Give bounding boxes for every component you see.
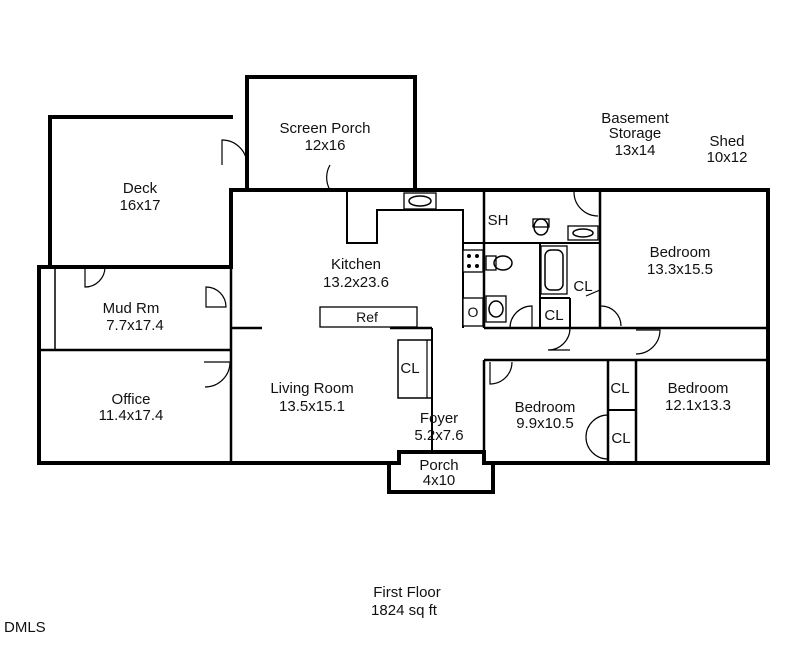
shower-label: SH [488, 212, 509, 229]
foyer-closet-label: CL [400, 360, 419, 377]
living-room-name: Living Room [270, 380, 353, 397]
basement-line2: Storage [609, 125, 662, 142]
bedroom-se-dims: 12.1x13.3 [665, 397, 731, 414]
office-name: Office [112, 391, 151, 408]
foyer-dims: 5.2x7.6 [414, 427, 463, 444]
vanity-icon [567, 225, 599, 241]
deck-dims: 16x17 [120, 197, 161, 214]
porch-dims: 4x10 [423, 472, 456, 489]
fixtures [403, 192, 599, 327]
kitchen-dims: 13.2x23.6 [323, 274, 389, 291]
foyer-name: Foyer [420, 410, 458, 427]
basement-line1: Basement [601, 110, 669, 127]
bedroom-closet-label-1: CL [610, 380, 629, 397]
deck-name: Deck [123, 180, 158, 197]
bedroom-closet-label-2: CL [611, 430, 630, 447]
doors [84, 139, 661, 460]
shed-dims: 10x12 [707, 149, 748, 166]
screen-porch-name: Screen Porch [280, 120, 371, 137]
oven-icon [462, 297, 484, 327]
living-room-dims: 13.5x15.1 [279, 398, 345, 415]
bedroom-center-name: Bedroom [515, 399, 576, 416]
mud-room-dims: 7.7x17.4 [106, 317, 164, 334]
screen-porch-dims: 12x16 [305, 137, 346, 154]
oven-label: O [468, 304, 479, 320]
refrigerator-label: Ref [356, 309, 378, 325]
shed-name: Shed [709, 133, 744, 150]
bedroom-se-name: Bedroom [668, 380, 729, 397]
bedroom-ne-name: Bedroom [650, 244, 711, 261]
kitchen-name: Kitchen [331, 256, 381, 273]
basement-dims: 13x14 [615, 142, 656, 159]
bedroom-ne-dims: 13.3x15.5 [647, 261, 713, 278]
hall-closet-label: CL [544, 307, 563, 324]
porch-name: Porch [419, 457, 458, 474]
floor-area: 1824 sq ft [371, 602, 438, 619]
stove-icon [462, 249, 484, 273]
office-dims: 11.4x17.4 [99, 407, 164, 424]
mud-room-name: Mud Rm [103, 300, 160, 317]
bedroom-center-dims: 9.9x10.5 [516, 415, 574, 432]
bath-closet-label: CL [573, 278, 592, 295]
listing-credit: DMLS [4, 619, 46, 636]
floor-name: First Floor [373, 584, 441, 601]
interior-walls [39, 190, 768, 463]
